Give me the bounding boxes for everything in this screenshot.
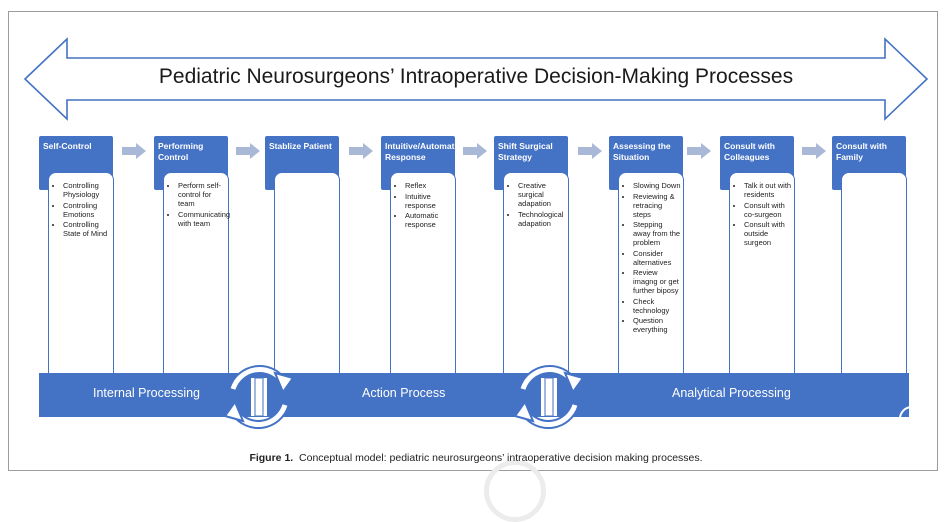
chevron-right-icon [578, 143, 602, 159]
chevron-right-icon [349, 143, 373, 159]
cycle-arrows-icon [513, 365, 585, 429]
step-item: Slowing Down [633, 181, 681, 190]
process-band [39, 373, 909, 417]
chevron-right-icon [802, 143, 826, 159]
step-item: Review imagng or get further biposy [633, 268, 681, 295]
step-item: Consult with co-surgeon [744, 201, 792, 219]
step-details: Reflex Intuitive response Automatic resp… [390, 172, 456, 382]
figure-frame [8, 11, 938, 471]
partial-cycle-icon [899, 406, 912, 419]
step-item: Communicating with team [178, 210, 230, 228]
step-item: Consider alternatives [633, 249, 681, 267]
step-details: Slowing Down Reviewing & retracing steps… [618, 172, 684, 386]
chevron-right-icon [463, 143, 487, 159]
step-item: Question everything [633, 316, 681, 334]
cycle-arrows-icon [223, 365, 295, 429]
step-details [274, 172, 340, 382]
step-item: Consult with outside surgeon [744, 220, 792, 247]
step-item: Automatic response [405, 211, 453, 229]
step-details [841, 172, 907, 382]
action-process-label: Action Process [362, 386, 446, 400]
chevron-right-icon [122, 143, 146, 159]
step-details: Creative surgical adapation Technologica… [503, 172, 569, 382]
double-headed-arrow [23, 37, 929, 121]
chevron-right-icon [236, 143, 260, 159]
caption-text: Conceptual model: pediatric neurosurgeon… [299, 452, 703, 464]
chevron-right-icon [687, 143, 711, 159]
step-item: Creative surgical adapation [518, 181, 566, 208]
caption-label: Figure 1. [249, 452, 294, 464]
step-item: Check technology [633, 297, 681, 315]
step-item: Perform self-control for team [178, 181, 226, 208]
internal-processing-label: Internal Processing [93, 386, 201, 400]
step-item: Stepping away from the problem [633, 220, 681, 247]
step-item: Talk it out with residents [744, 181, 792, 199]
analytical-processing-label: Analytical Processing [672, 386, 791, 400]
watermark-circle [484, 460, 546, 522]
step-item: Reflex [405, 181, 453, 190]
step-item: Controlling Physiology [63, 181, 111, 199]
step-item: Controling Emotions [63, 201, 111, 219]
step-details: Controlling Physiology Controling Emotio… [48, 172, 114, 382]
step-item: Controlling State of Mind [63, 220, 111, 238]
step-item: Reviewing & retracing steps [633, 192, 681, 219]
step-details: Talk it out with residents Consult with … [729, 172, 795, 382]
step-item: Intuitive response [405, 192, 453, 210]
figure-caption: Figure 1. Conceptual model: pediatric ne… [0, 452, 952, 464]
diagram-title: Pediatric Neurosurgeons’ Intraoperative … [158, 65, 794, 88]
step-item: Technological adapation [518, 210, 566, 228]
step-details: Perform self-control for team Communicat… [163, 172, 230, 382]
